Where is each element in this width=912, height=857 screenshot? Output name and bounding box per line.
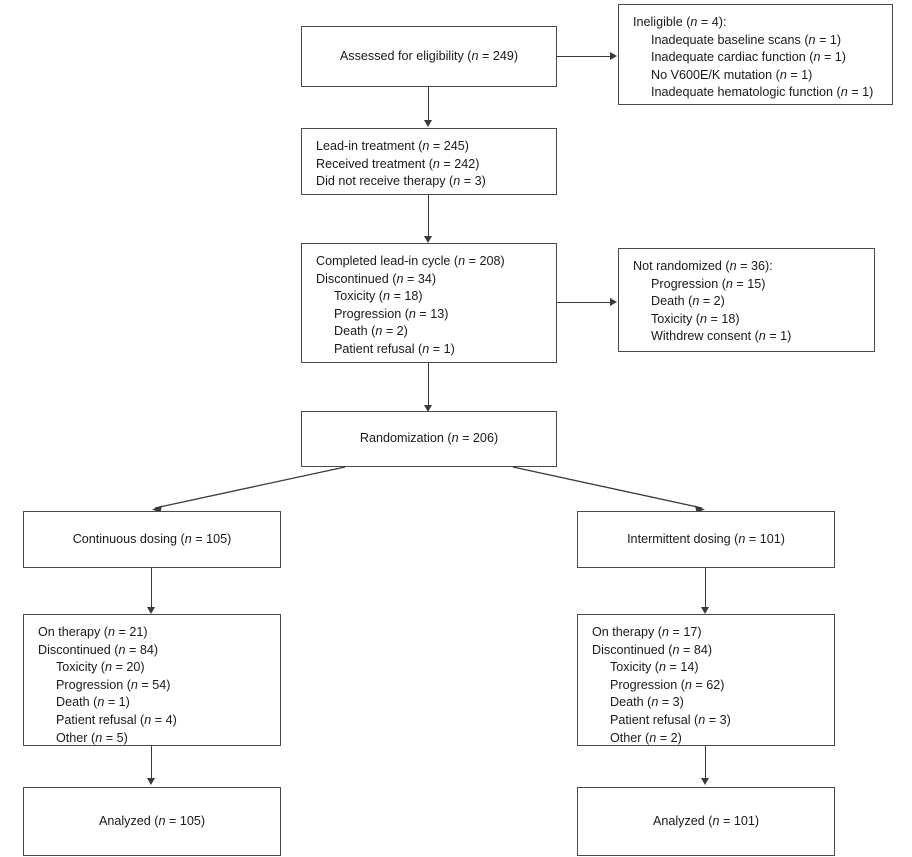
node-continuous-dosing: Continuous dosing (n = 105) (23, 511, 281, 568)
node-intermittent-outcome-reason: Patient refusal (n = 3) (610, 712, 731, 727)
node-completed-line: Completed lead-in cycle (n = 208) (316, 254, 505, 268)
node-completed-reason: Death (n = 2) (334, 324, 408, 339)
node-randomization: Randomization (n = 206) (301, 411, 557, 467)
node-completed-reason: Patient refusal (n = 1) (334, 341, 455, 356)
node-not-randomized-title: Not randomized (n = 36): (633, 259, 773, 273)
connector-arrowhead (610, 297, 617, 306)
connector-arrowhead (610, 51, 617, 60)
node-continuous-analyzed-label: Analyzed (n = 105) (98, 813, 206, 828)
node-ineligible-reason: Inadequate cardiac function (n = 1) (651, 50, 847, 65)
node-randomization-label: Randomization (n = 206) (359, 431, 499, 446)
node-lead-in-line: Received treatment (n = 242) (316, 156, 480, 171)
node-lead-in-line: Did not receive therapy (n = 3) (316, 174, 486, 189)
node-continuous-outcome-reason: Patient refusal (n = 4) (56, 712, 177, 727)
connector-arrowhead (700, 607, 709, 614)
node-assessed-for-eligibility: Assessed for eligibility (n = 249) (301, 26, 557, 87)
node-intermittent-analyzed-label: Analyzed (n = 101) (652, 813, 760, 828)
node-intermittent-dosing: Intermittent dosing (n = 101) (577, 511, 835, 568)
node-not-randomized-reason: Withdrew consent (n = 1) (651, 329, 792, 344)
node-continuous-outcome-line: Discontinued (n = 84) (38, 642, 159, 657)
node-continuous-outcome-reason: Death (n = 1) (56, 695, 130, 710)
connector-arrowhead (700, 778, 709, 785)
node-completed-reason: Progression (n = 13) (334, 306, 449, 321)
node-intermittent-outcome-line: On therapy (n = 17) (592, 625, 702, 639)
node-lead-in-line: Lead-in treatment (n = 245) (316, 139, 469, 153)
node-completed-lead-in-cycle: Completed lead-in cycle (n = 208) Discon… (301, 243, 557, 363)
node-intermittent-analyzed: Analyzed (n = 101) (577, 787, 835, 856)
node-lead-in-treatment: Lead-in treatment (n = 245) Received tre… (301, 128, 557, 195)
node-ineligible-reason: Inadequate baseline scans (n = 1) (651, 32, 842, 47)
node-continuous-dosing-label: Continuous dosing (n = 105) (72, 531, 232, 546)
connector-continuous-outcome-to-analyzed (151, 746, 153, 780)
connector-continuous-dosing-to-outcome (151, 568, 153, 609)
connector-randomization-split (152, 466, 705, 513)
node-continuous-outcome: On therapy (n = 21) Discontinued (n = 84… (23, 614, 281, 746)
node-ineligible: Ineligible (n = 4): Inadequate baseline … (618, 4, 893, 105)
connector-completed-to-not-randomized (557, 302, 611, 304)
connector-leadin-to-completed (428, 195, 430, 238)
connector-arrowhead (146, 778, 155, 785)
connector-arrowhead (423, 405, 432, 412)
node-intermittent-outcome-reason: Death (n = 3) (610, 695, 684, 710)
connector-intermittent-outcome-to-analyzed (705, 746, 707, 780)
node-ineligible-reason: No V600E/K mutation (n = 1) (651, 67, 813, 82)
node-continuous-outcome-reason: Other (n = 5) (56, 730, 128, 745)
node-intermittent-outcome: On therapy (n = 17) Discontinued (n = 84… (577, 614, 835, 746)
node-intermittent-outcome-line: Discontinued (n = 84) (592, 642, 713, 657)
connector-assessed-to-ineligible (557, 56, 611, 58)
node-continuous-outcome-reason: Toxicity (n = 20) (56, 660, 145, 675)
node-intermittent-outcome-reason: Progression (n = 62) (610, 677, 725, 692)
node-not-randomized-reason: Death (n = 2) (651, 294, 725, 309)
node-ineligible-reason: Inadequate hematologic function (n = 1) (651, 85, 874, 100)
node-assessed-label: Assessed for eligibility (n = 249) (339, 48, 519, 63)
connector-completed-to-randomization (428, 363, 430, 407)
node-intermittent-outcome-reason: Toxicity (n = 14) (610, 660, 699, 675)
node-completed-reason: Toxicity (n = 18) (334, 289, 423, 304)
node-not-randomized: Not randomized (n = 36): Progression (n … (618, 248, 875, 352)
connector-arrowhead (146, 607, 155, 614)
node-not-randomized-reason: Progression (n = 15) (651, 276, 766, 291)
node-continuous-outcome-reason: Progression (n = 54) (56, 677, 171, 692)
node-intermittent-outcome-reason: Other (n = 2) (610, 730, 682, 745)
connector-intermittent-dosing-to-outcome (705, 568, 707, 609)
connector-assessed-to-leadin (428, 87, 430, 122)
node-not-randomized-reason: Toxicity (n = 18) (651, 311, 740, 326)
connector-arrowhead (423, 236, 432, 243)
node-completed-line: Discontinued (n = 34) (316, 271, 437, 286)
connector-arrowhead (423, 120, 432, 127)
node-ineligible-title: Ineligible (n = 4): (633, 15, 727, 29)
node-intermittent-dosing-label: Intermittent dosing (n = 101) (627, 531, 785, 546)
node-continuous-outcome-line: On therapy (n = 21) (38, 625, 148, 639)
node-continuous-analyzed: Analyzed (n = 105) (23, 787, 281, 856)
